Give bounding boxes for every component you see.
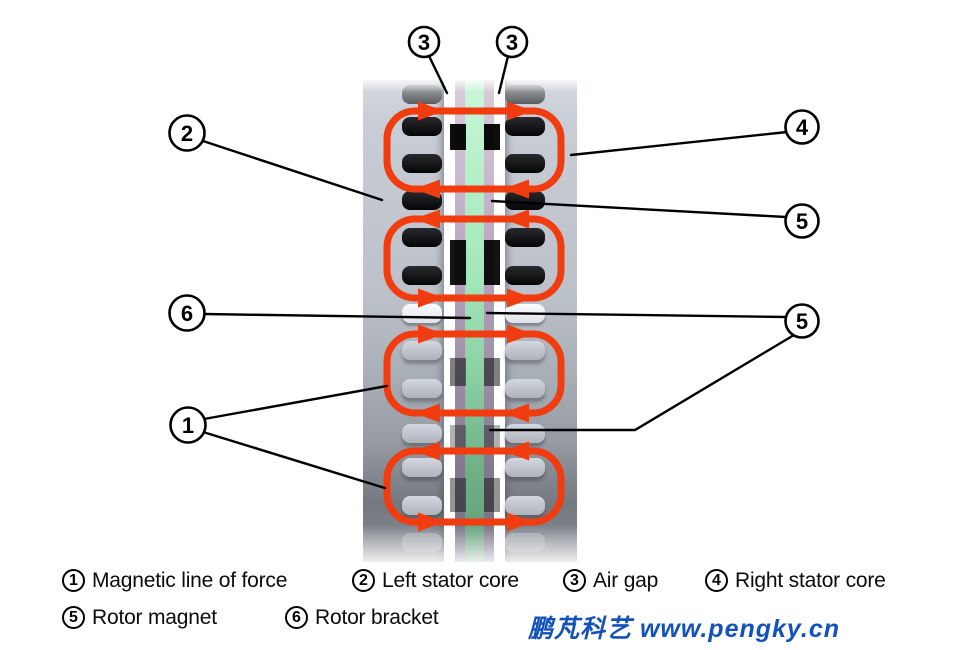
stator-tooth [402, 458, 442, 477]
legend-label: Left stator core [382, 568, 519, 592]
rotor-magnet-pole-segment [484, 240, 500, 285]
stator-tooth [505, 304, 545, 323]
stator-tooth [505, 228, 545, 247]
legend-label: Right stator core [735, 568, 886, 592]
legend-number-circle: 4 [705, 569, 728, 592]
air-gap-left [444, 80, 455, 562]
rotor-magnet-pole-segment [450, 425, 466, 452]
rotor-magnet-pole-segment [484, 425, 500, 452]
legend-item-air-gap: 3 Air gap [563, 568, 658, 593]
stator-tooth [505, 424, 545, 443]
stator-tooth [505, 496, 545, 515]
legend-item-rotor-bracket: 6 Rotor bracket [285, 605, 439, 630]
stator-tooth [505, 154, 545, 173]
air-gap-right [494, 80, 505, 562]
rotor-magnet-left-strip [455, 80, 465, 562]
legend-number-circle: 5 [62, 606, 85, 629]
rotor-bracket [465, 80, 484, 562]
legend-item-right-stator: 4 Right stator core [705, 568, 886, 593]
legend-item-left-stator: 2 Left stator core [352, 568, 519, 593]
top-fade [355, 76, 585, 92]
legend-number-circle: 3 [563, 569, 586, 592]
legend-item-magnetic-line: 1 Magnetic line of force [62, 568, 287, 593]
stator-tooth [505, 191, 545, 210]
rotor-magnet-pole-segment [450, 358, 466, 386]
stator-tooth [402, 341, 442, 360]
rotor-magnet-pole-segment [484, 124, 500, 150]
stator-tooth [402, 424, 442, 443]
legend-number-circle: 2 [352, 569, 375, 592]
stator-tooth [505, 341, 545, 360]
legend-item-rotor-magnet: 5 Rotor magnet [62, 605, 217, 630]
stator-tooth [402, 117, 442, 136]
legend-label: Rotor magnet [92, 605, 217, 629]
stator-tooth [505, 379, 545, 398]
stator-tooth [402, 228, 442, 247]
stator-tooth [505, 458, 545, 477]
stator-tooth [402, 154, 442, 173]
legend-number-circle: 1 [62, 569, 85, 592]
legend-label: Rotor bracket [315, 605, 439, 629]
legend-number-circle: 6 [285, 606, 308, 629]
stator-tooth [505, 266, 545, 285]
stator-tooth [402, 266, 442, 285]
rotor-magnet-pole-segment [450, 124, 466, 150]
legend-label: Magnetic line of force [92, 568, 288, 592]
rotor-magnet-pole-segment [450, 240, 466, 285]
rotor-magnet-pole-segment [484, 478, 500, 512]
stator-tooth [402, 304, 442, 323]
rotor-magnet-right-strip [484, 80, 494, 562]
stator-tooth [402, 379, 442, 398]
bottom-fade [355, 525, 585, 573]
rotor-magnet-pole-segment [450, 478, 466, 512]
stator-tooth [402, 496, 442, 515]
watermark-text: 鹏芃科艺 www.pengky.cn [528, 615, 841, 643]
stator-tooth [402, 191, 442, 210]
stator-tooth [505, 117, 545, 136]
rotor-magnet-pole-segment [484, 358, 500, 386]
legend-label: Air gap [593, 568, 659, 592]
